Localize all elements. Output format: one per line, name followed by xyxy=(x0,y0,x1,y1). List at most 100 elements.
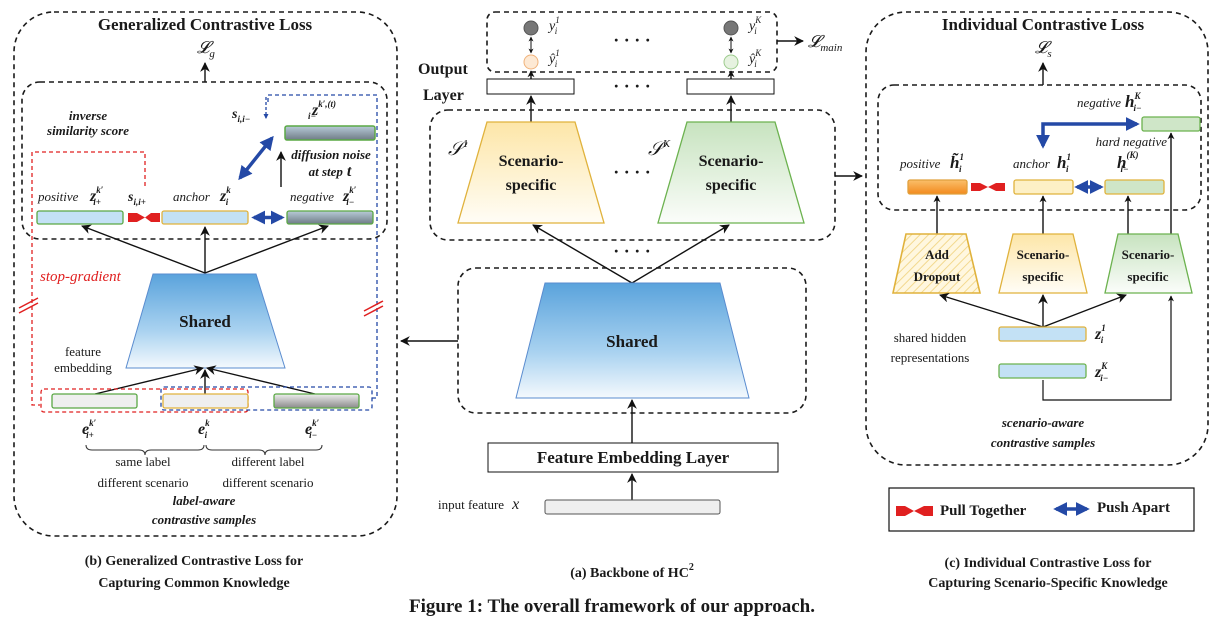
scenario-tower-K xyxy=(657,121,805,224)
embed-arrow-neg xyxy=(206,365,316,395)
scenario-K-c-label-1: Scenario- xyxy=(1122,247,1175,262)
negative-label-c: negative xyxy=(1077,95,1121,110)
same-label-text: same label xyxy=(115,454,171,469)
output-layer-K xyxy=(686,78,775,95)
panel-c-outer-border xyxy=(865,11,1209,466)
sK-label: 𝒮K xyxy=(648,138,671,160)
positive-pair-group xyxy=(40,388,249,413)
caption-b-line-1: (b) Generalized Contrastive Loss for xyxy=(85,554,304,569)
different-scenario-text-2: different scenario xyxy=(222,475,313,490)
push-apart-diagonal xyxy=(238,135,274,181)
legend-pull-together: Pull Together xyxy=(940,503,1027,519)
pull-together-icon xyxy=(128,213,160,222)
shared-hidden-label-2: representations xyxy=(891,350,970,365)
dropout-tower xyxy=(892,233,982,294)
caption-a: (a) Backbone of HC2 xyxy=(570,562,694,581)
scenario-tower-1 xyxy=(457,121,605,224)
z1-hidden-bar xyxy=(998,326,1087,342)
arrow-shared-s1 xyxy=(532,224,633,284)
scenario-specific-box xyxy=(429,109,836,241)
scenario-aware-text: scenario-aware xyxy=(1001,415,1085,430)
panel-generalized-contrastive-loss: Generalized Contrastive Loss 𝓛g inverse … xyxy=(13,11,398,591)
feature-embedding-layer xyxy=(487,442,779,473)
positive-hidden-bar xyxy=(907,179,968,195)
stop-gradient-break-right xyxy=(363,300,384,317)
noisy-z-label: zk′,(t)i− xyxy=(308,99,336,121)
brace-different-label xyxy=(205,444,323,456)
negative-pair-group xyxy=(160,386,373,411)
positive-label: positive xyxy=(37,189,79,204)
panel-c-title: Individual Contrastive Loss xyxy=(942,15,1145,34)
prediction-node-K xyxy=(723,54,739,70)
hard-negative-push-arrow xyxy=(1036,117,1140,149)
noisy-negative-embedding xyxy=(284,125,376,141)
prediction-box xyxy=(486,11,778,73)
z-negative: zk′i− xyxy=(342,185,357,207)
loss-s-label: 𝓛s xyxy=(1035,38,1052,60)
output-layer-label-1: Output xyxy=(418,61,468,78)
shared-label-b: Shared xyxy=(179,312,231,331)
different-scenario-text-1: different scenario xyxy=(97,475,188,490)
caption-c-line-2: Capturing Scenario-Specific Knowledge xyxy=(928,576,1168,591)
arrow-shared-sK xyxy=(631,224,730,284)
feature-embedding-label-1: feature xyxy=(65,344,101,359)
h-negative: h(K)i− xyxy=(1117,150,1138,174)
contrastive-samples-text-c: contrastive samples xyxy=(991,435,1095,450)
shared-encoder-a xyxy=(515,282,750,399)
different-label-text: different label xyxy=(231,454,304,469)
scenario-K-c-label-2: specific xyxy=(1127,269,1168,284)
s-neg-label: si,i− xyxy=(231,107,250,124)
positive-feature-bar xyxy=(51,393,138,409)
output-layer-1 xyxy=(486,78,575,95)
ellipsis-scenario: · · · · xyxy=(613,162,651,182)
shared-encoder-b xyxy=(125,273,286,369)
scenario-K-label-2: specific xyxy=(706,177,757,194)
brace-same-label xyxy=(85,444,205,456)
pull-together-legend-icon xyxy=(896,506,933,516)
pull-together-icon-c xyxy=(971,183,1005,191)
prediction-node-1 xyxy=(523,54,539,70)
zK-to-scenario-K-path xyxy=(1042,295,1174,401)
loss-g-label: 𝓛g xyxy=(197,38,215,60)
hard-negative-label: hard negative xyxy=(1096,134,1168,149)
stop-gradient-label: stop-gradient xyxy=(40,269,122,285)
negative-feature-bar xyxy=(273,393,360,409)
label-node-K xyxy=(723,20,739,36)
e-positive: ek′i+ xyxy=(82,418,97,440)
legend-push-apart: Push Apart xyxy=(1097,500,1170,516)
shared-hidden-label-1: shared hidden xyxy=(894,330,967,345)
embed-arrow-pos xyxy=(94,365,204,395)
scenario-1-label-1: Scenario- xyxy=(499,153,564,170)
feature-embedding-layer-label: Feature Embedding Layer xyxy=(537,448,730,467)
caption-b-line-2: Capturing Common Knowledge xyxy=(98,576,289,591)
scenario-1-c-label-1: Scenario- xyxy=(1017,247,1070,262)
scenario-tower-1-c xyxy=(998,233,1088,294)
anchor-embedding-bar xyxy=(161,210,249,225)
feature-embedding-label-2: embedding xyxy=(54,360,112,375)
shared-label-a: Shared xyxy=(606,332,658,351)
label-node-1 xyxy=(523,20,539,36)
figure-caption: Figure 1: The overall framework of our a… xyxy=(409,596,815,617)
anchor-hidden-bar xyxy=(1013,179,1074,195)
panel-individual-contrastive-loss: Individual Contrastive Loss 𝓛s negative … xyxy=(865,11,1209,591)
s1-label: 𝒮1 xyxy=(448,138,468,160)
s-pos-label: si,i+ xyxy=(127,190,146,207)
z-positive: zk′i+ xyxy=(89,185,104,207)
negative-hidden-bar xyxy=(1104,179,1165,195)
dropout-label-2: Dropout xyxy=(914,269,961,284)
negative-sample-path xyxy=(267,94,378,399)
anchor-feature-bar xyxy=(162,393,249,409)
diffusion-label-1: diffusion noise xyxy=(291,147,371,162)
input-feature-bar xyxy=(544,499,721,515)
